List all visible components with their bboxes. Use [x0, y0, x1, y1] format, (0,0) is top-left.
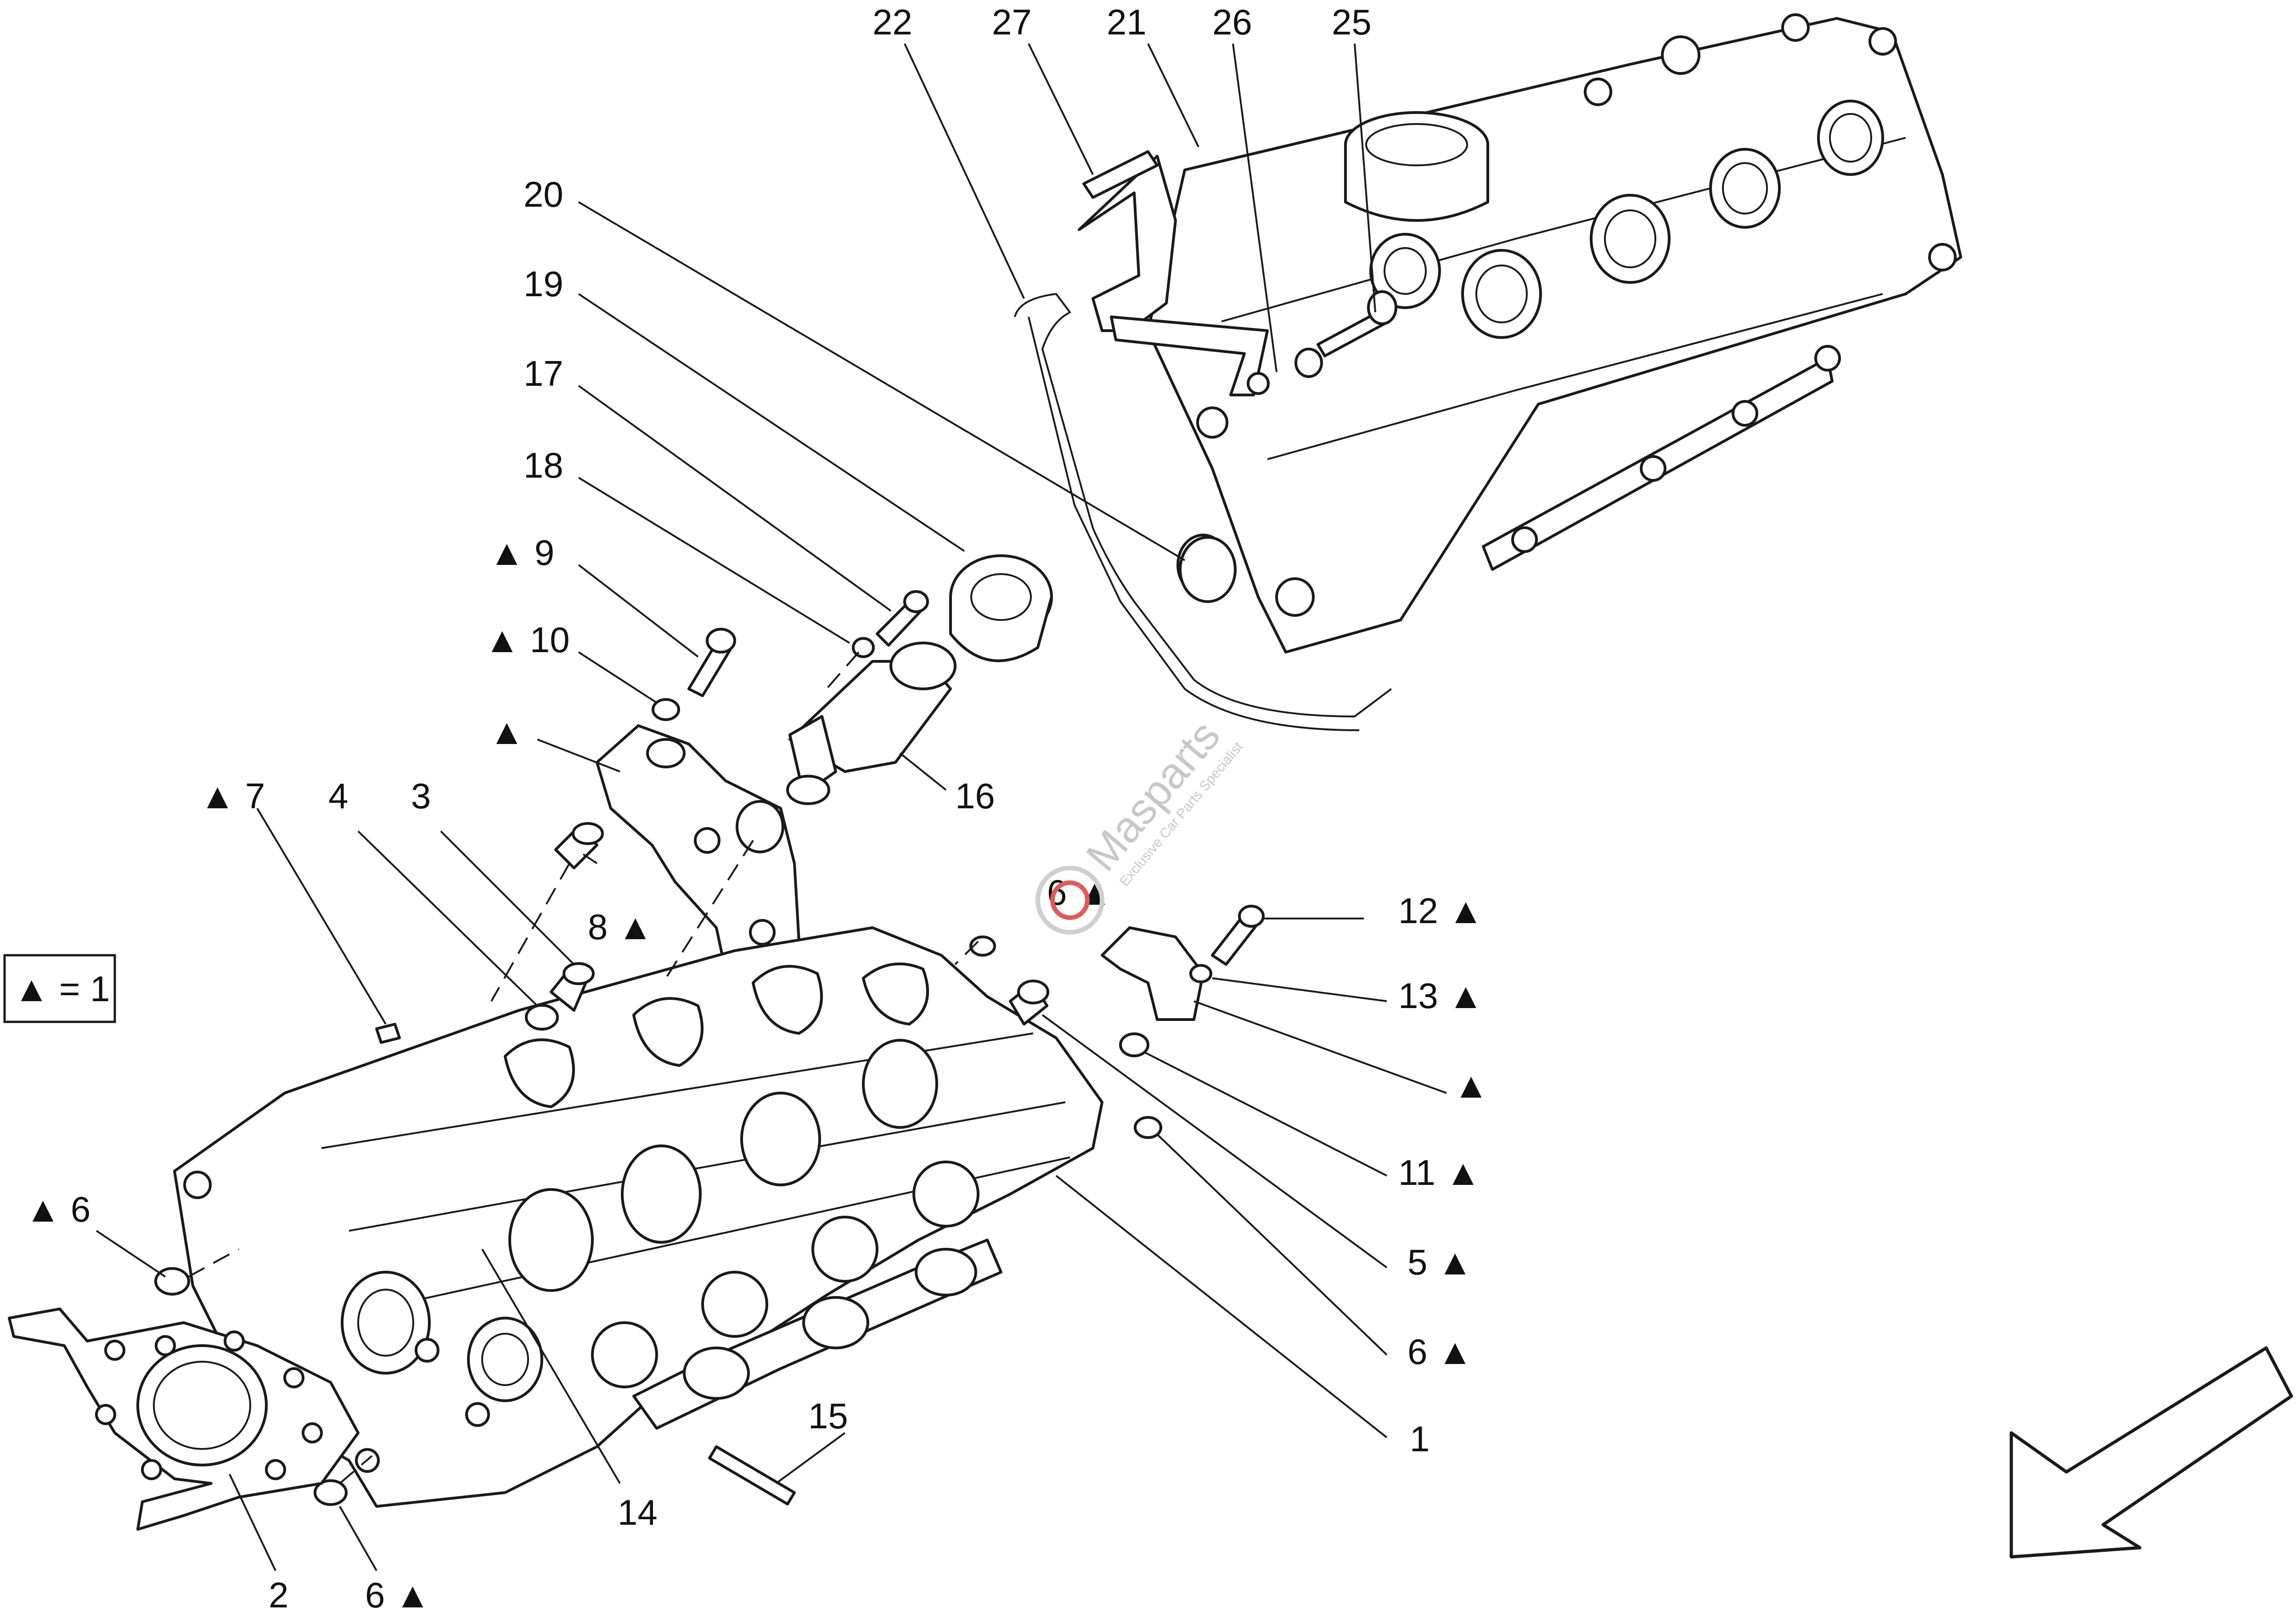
callout-16: 16: [955, 776, 995, 816]
direction-arrow-icon: [2009, 1346, 2293, 1559]
pin-7: [375, 1023, 401, 1044]
callout-19: 19: [523, 264, 563, 304]
legend-text: ▲ = 1: [14, 969, 110, 1009]
right-bearing-cap: [1101, 926, 1204, 1021]
callout-13: 13 ▲: [1398, 975, 1484, 1016]
washer-10: [652, 698, 680, 721]
callout-17: 17: [523, 353, 563, 394]
callout-15: 15: [808, 1396, 848, 1436]
washer-4: [525, 1004, 559, 1031]
cover-gasket: [1014, 293, 1392, 718]
legend: ▲ = 1: [3, 954, 116, 1023]
callout-10: ▲ 10: [484, 620, 570, 660]
callout-8: 8 ▲: [588, 907, 653, 947]
callout-triangle-b: ▲: [1453, 1065, 1489, 1105]
callout-11: 11 ▲: [1398, 1152, 1481, 1193]
callout-6-bottom: 6 ▲: [365, 1575, 430, 1612]
callout-triangle-a: ▲: [489, 711, 524, 752]
dowel-6-right: [1134, 1116, 1162, 1139]
callout-22: 22: [872, 2, 912, 42]
callout-7: ▲ 7: [200, 776, 265, 816]
callout-3: 3: [411, 776, 431, 816]
cover-seal: [1179, 536, 1237, 603]
callout-5: 5 ▲: [1407, 1242, 1473, 1282]
pin-15: [708, 1445, 796, 1505]
dowel-5: [1009, 980, 1049, 1026]
callout-1: 1: [1410, 1419, 1429, 1459]
camshaft-cover: [1147, 13, 1962, 654]
dowel-6-bottom: [314, 1479, 348, 1506]
washer-13: [1189, 964, 1212, 983]
dowel-11: [1119, 1032, 1149, 1057]
callout-21: 21: [1107, 2, 1147, 42]
plug-3: [550, 962, 595, 1012]
callout-2: 2: [269, 1575, 288, 1612]
bolt-9: [687, 628, 736, 697]
callout-20: 20: [523, 174, 563, 214]
head-gasket: [8, 1308, 360, 1531]
callout-26: 26: [1212, 2, 1252, 42]
callout-6-left: ▲ 6: [25, 1189, 90, 1229]
callout-14: 14: [618, 1492, 658, 1533]
callout-25: 25: [1332, 2, 1372, 42]
cover-bracket: [1078, 150, 1270, 396]
cylinder-head: [173, 926, 1103, 1508]
dowel-6-top: [969, 936, 996, 957]
callout-18: 18: [523, 445, 563, 485]
bolt-17: [876, 590, 929, 647]
leader-lines: [96, 43, 1447, 1571]
callout-27: 27: [992, 2, 1032, 42]
bolt-12: [1211, 905, 1265, 966]
watermark: Masparts Exclusive Car Parts Specialist: [1035, 711, 1246, 935]
cover-bolt: [1317, 290, 1397, 357]
timing-solenoid: [786, 642, 957, 805]
callout-9: ▲ 9: [489, 532, 554, 573]
seal-ring: [949, 554, 1053, 662]
dowel-6-left: [154, 1267, 190, 1296]
cover-washer: [1294, 348, 1323, 378]
dowel-8: [554, 822, 604, 869]
callout-4: 4: [328, 776, 348, 816]
callout-12: 12 ▲: [1398, 891, 1484, 931]
callout-6-right: 6 ▲: [1407, 1331, 1473, 1372]
